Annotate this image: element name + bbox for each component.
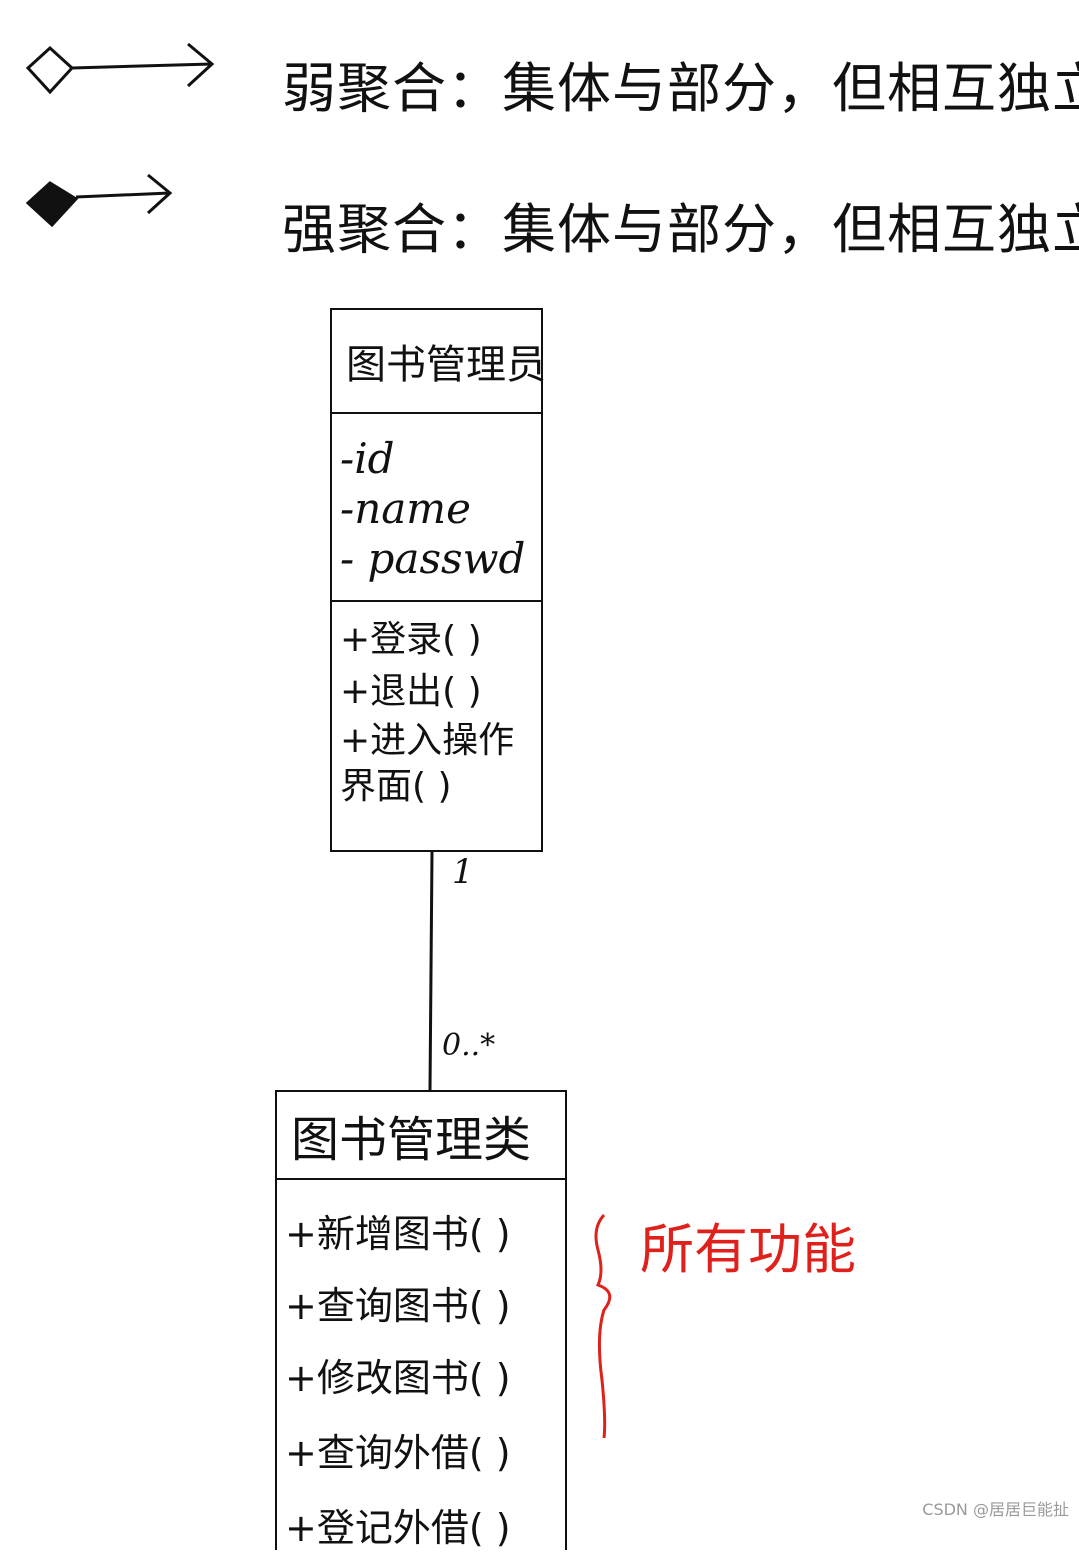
- hollow-diamond-arrow-icon: [25, 42, 215, 95]
- watermark: CSDN @居居巨能扯: [922, 1500, 1069, 1519]
- class-box-librarian: 图书管理员 -id -name - passwd +登录( ) +退出( ) +…: [330, 308, 546, 852]
- attribute-row: -id: [340, 434, 395, 483]
- operation-row: +新增图书( ): [285, 1212, 511, 1256]
- attribute-row: - passwd: [340, 534, 526, 583]
- class-title-book-manager: 图书管理类: [277, 1092, 565, 1180]
- legend-text-weak-aggregation: 弱聚合：集体与部分，但相互独立: [282, 57, 1079, 120]
- class-name-librarian: 图书管理员: [346, 342, 546, 388]
- attribute-row: -name: [340, 484, 471, 533]
- legend-text-strong-aggregation: 强聚合：集体与部分，但相互独立: [282, 198, 1079, 261]
- operation-row: +登录( ): [340, 619, 482, 660]
- operation-section-librarian: +登录( ) +退出( ) +进入操作界面( ): [332, 602, 541, 810]
- filled-diamond-arrow-icon: [25, 173, 173, 228]
- class-name-book-manager: 图书管理类: [291, 1112, 532, 1168]
- association-line: [428, 851, 434, 1091]
- attribute-section-librarian: -id -name - passwd: [332, 414, 541, 602]
- operation-row: +进入操作界面( ): [340, 720, 515, 807]
- red-brace-icon: [594, 1213, 612, 1439]
- legend-row-weak-aggregation: 弱聚合：集体与部分，但相互独立: [20, 30, 1079, 120]
- multiplicity-top: 1: [452, 852, 474, 892]
- operation-row: +查询外借( ): [285, 1431, 511, 1475]
- operation-row: +退出( ): [340, 671, 482, 712]
- multiplicity-bottom: 0..*: [442, 1028, 496, 1063]
- annotation-label: 所有功能: [640, 1218, 856, 1281]
- operation-row: +查询图书( ): [285, 1284, 511, 1328]
- class-title-librarian: 图书管理员: [332, 310, 546, 414]
- operation-row: +修改图书( ): [285, 1356, 511, 1400]
- legend-row-strong-aggregation: 强聚合：集体与部分，但相互独立: [20, 165, 1079, 261]
